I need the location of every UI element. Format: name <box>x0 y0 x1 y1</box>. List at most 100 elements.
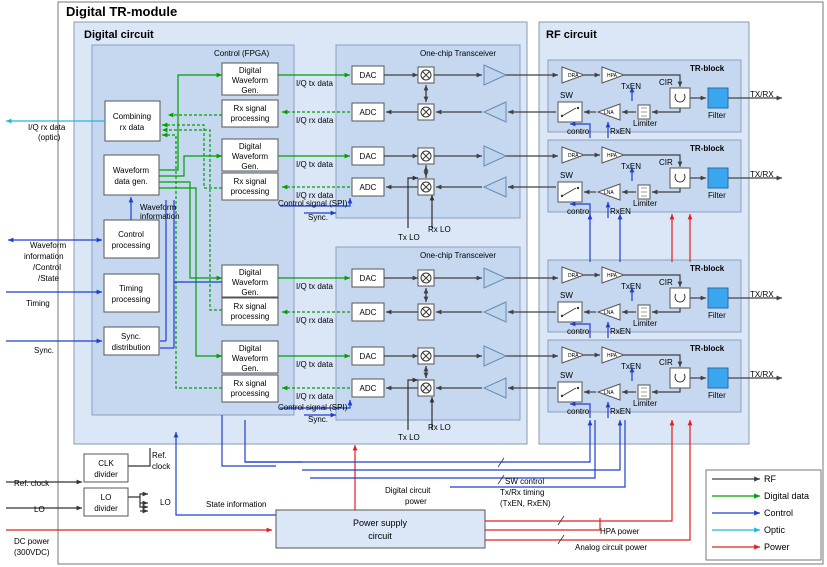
svg-text:I/Q tx data: I/Q tx data <box>296 79 333 88</box>
svg-text:Combining: Combining <box>113 112 151 121</box>
timing-processing-block: Timing processing <box>103 273 160 313</box>
svg-text:CLK: CLK <box>98 459 114 468</box>
tx-chain-1: I/Q tx data DAC <box>278 64 558 97</box>
svg-text:TxEN: TxEN <box>621 82 641 91</box>
svg-text:(300VDC): (300VDC) <box>14 548 50 557</box>
svg-text:SW: SW <box>560 371 573 380</box>
svg-text:HPA power: HPA power <box>600 527 640 536</box>
svg-text:Power supply: Power supply <box>353 518 408 528</box>
rf-circuit-title: RF circuit <box>546 29 597 41</box>
fpga-title: Control (FPGA) <box>214 49 269 58</box>
svg-text:SW control: SW control <box>505 477 544 486</box>
ext-ref-clock: Ref. clock <box>14 479 50 488</box>
svg-text:Filter: Filter <box>708 111 726 120</box>
svg-text:processing: processing <box>231 312 270 321</box>
svg-text:LNA: LNA <box>604 190 614 196</box>
ext-iq-rx: I/Q rx data <box>28 123 66 132</box>
svg-text:Gen.: Gen. <box>241 162 258 171</box>
svg-text:DRA: DRA <box>568 153 579 159</box>
svg-text:Gen.: Gen. <box>241 288 258 297</box>
svg-text:LO: LO <box>160 498 171 507</box>
svg-text:Optic: Optic <box>764 525 786 535</box>
svg-text:control: control <box>567 207 591 216</box>
svg-text:Limiter: Limiter <box>633 399 657 408</box>
ext-lo: LO <box>34 505 45 514</box>
svg-text:LNA: LNA <box>604 310 614 316</box>
tr-block-backgrounds <box>547 59 742 413</box>
svg-text:SW: SW <box>560 91 573 100</box>
svg-text:Waveform: Waveform <box>232 278 268 287</box>
labels: I/Q rx data (optic) Waveform information… <box>14 123 647 557</box>
svg-text:information: information <box>24 252 64 261</box>
svg-text:HPA: HPA <box>607 153 618 159</box>
legend-item-optic: Optic <box>712 525 786 535</box>
svg-text:DRA: DRA <box>568 73 579 79</box>
module-title: Digital TR-module <box>66 4 177 19</box>
svg-text:Limiter: Limiter <box>633 119 657 128</box>
legend-item-digital-data: Digital data <box>712 491 809 501</box>
lo-divider-block: LO divider <box>83 487 129 517</box>
wiring <box>5 72 693 541</box>
svg-text:I/Q tx data: I/Q tx data <box>296 160 333 169</box>
svg-text:DRA: DRA <box>568 273 579 279</box>
svg-text:Rx signal: Rx signal <box>234 379 267 388</box>
svg-text:power: power <box>405 497 427 506</box>
svg-text:Control signal (SPI): Control signal (SPI) <box>278 199 348 208</box>
svg-text:control: control <box>567 407 591 416</box>
svg-text:I/Q rx data: I/Q rx data <box>296 116 334 125</box>
waveform-gen-block: Waveform data gen. <box>103 154 160 196</box>
svg-text:I/Q rx data: I/Q rx data <box>296 392 334 401</box>
svg-text:processing: processing <box>231 187 270 196</box>
ext-dc-power: DC power <box>14 537 50 546</box>
svg-text:Filter: Filter <box>708 191 726 200</box>
svg-text:ADC: ADC <box>360 308 377 317</box>
svg-text:Power: Power <box>764 542 790 552</box>
combining-rx-block: Combining rx data <box>104 100 161 142</box>
svg-text:rx data: rx data <box>120 123 145 132</box>
svg-text:HPA: HPA <box>607 353 618 359</box>
svg-text:TxEN: TxEN <box>621 362 641 371</box>
svg-text:DAC: DAC <box>360 71 377 80</box>
svg-text:Limiter: Limiter <box>633 199 657 208</box>
power-supply-block: Power supply circuit <box>275 509 486 549</box>
svg-text:Sync.: Sync. <box>308 415 328 424</box>
svg-text:processing: processing <box>112 241 151 250</box>
svg-text:SW: SW <box>560 291 573 300</box>
rx-chain-4: I/Q rx data ADC <box>282 366 556 401</box>
svg-text:control: control <box>567 127 591 136</box>
svg-text:/Control: /Control <box>33 263 61 272</box>
svg-text:ADC: ADC <box>360 384 377 393</box>
svg-text:information: information <box>140 212 180 221</box>
svg-text:CIR: CIR <box>659 358 673 367</box>
svg-text:Tx/Rx timing: Tx/Rx timing <box>500 488 544 497</box>
bus-ticks <box>497 457 565 545</box>
svg-text:processing: processing <box>231 114 270 123</box>
rx-chain-1: I/Q rx data ADC <box>282 90 556 125</box>
svg-text:Control: Control <box>764 508 793 518</box>
svg-text:Digital: Digital <box>239 142 261 151</box>
svg-text:State information: State information <box>206 500 266 509</box>
svg-text:RxEN: RxEN <box>610 127 631 136</box>
svg-text:Rx LO: Rx LO <box>428 423 451 432</box>
svg-text:SW: SW <box>560 171 573 180</box>
svg-text:RxEN: RxEN <box>610 327 631 336</box>
svg-text:LNA: LNA <box>604 110 614 116</box>
svg-text:Analog circuit power: Analog circuit power <box>575 543 647 552</box>
svg-text:ADC: ADC <box>360 108 377 117</box>
svg-text:ADC: ADC <box>360 183 377 192</box>
svg-text:Filter: Filter <box>708 311 726 320</box>
svg-text:DAC: DAC <box>360 152 377 161</box>
svg-text:distribution: distribution <box>112 343 151 352</box>
